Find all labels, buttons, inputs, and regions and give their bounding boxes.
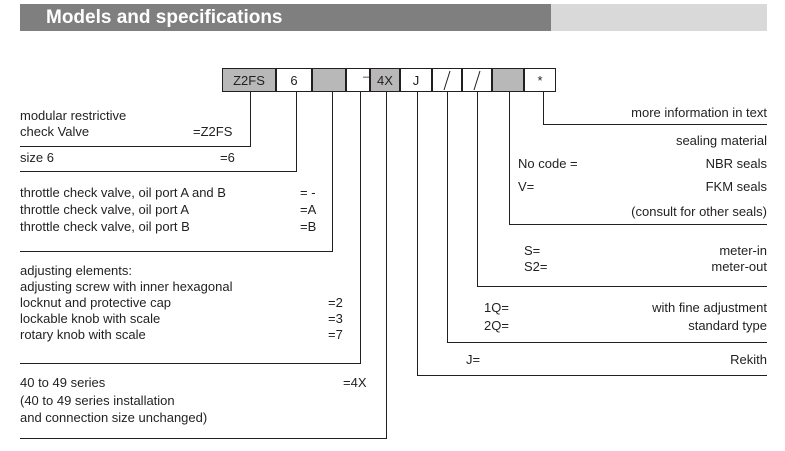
adjusting-code-2: =2 — [328, 295, 343, 310]
series-code: =4X — [343, 375, 367, 390]
throttle-ab-code: = - — [300, 185, 316, 200]
consult-label: (consult for other seals) — [631, 204, 767, 219]
code-dash: – — [363, 71, 370, 83]
size-label: size 6 — [20, 150, 54, 165]
meter-out-label: meter-out — [711, 259, 767, 274]
no-code-label: No code = — [518, 156, 578, 171]
series-note-1: (40 to 49 series installation — [20, 393, 175, 408]
throttle-b-code: =B — [300, 219, 317, 234]
modular-label-2: check Valve — [20, 124, 90, 139]
adjusting-code-3: =3 — [328, 311, 343, 326]
adjusting-code-7: =7 — [328, 327, 343, 342]
code-box-series: 4X — [370, 68, 400, 92]
fkm-seals-label: FKM seals — [705, 179, 767, 194]
more-info-label: more information in text — [631, 105, 767, 120]
rekith-label: Rekith — [730, 352, 767, 367]
header-bar-accent — [551, 4, 767, 31]
page-title: Models and specifications — [46, 7, 283, 28]
header-bar — [20, 4, 551, 31]
throttle-b-label: throttle check valve, oil port B — [20, 219, 190, 234]
s2-code-label: S2= — [524, 259, 548, 274]
q1-code-label: 1Q= — [484, 300, 509, 315]
code-box-size: 6 — [276, 68, 312, 92]
series-note-2: and connection size unchanged) — [20, 410, 208, 425]
throttle-a-code: =A — [300, 202, 317, 217]
modular-code: =Z2FS — [193, 124, 233, 139]
lockable-knob-label: lockable knob with scale — [20, 311, 161, 326]
j-code-label: J= — [466, 352, 481, 367]
slash-separators — [443, 70, 481, 91]
modular-label-1: modular restrictive — [20, 108, 127, 123]
throttle-ab-label: throttle check valve, oil port A and B — [20, 185, 226, 200]
meter-in-label: meter-in — [719, 243, 767, 258]
v-code-label: V= — [518, 179, 535, 194]
adjusting-line-2: locknut and protective cap — [20, 295, 172, 310]
nbr-seals-label: NBR seals — [705, 156, 767, 171]
size-code: =6 — [220, 150, 235, 165]
fine-adjustment-label: with fine adjustment — [652, 300, 767, 315]
code-box-seal — [492, 68, 524, 92]
code-box-z2fs: Z2FS — [222, 68, 276, 92]
q2-code-label: 2Q= — [484, 318, 509, 333]
adjusting-line-1: adjusting screw with inner hexagonal — [20, 279, 233, 294]
throttle-a-label: throttle check valve, oil port A — [20, 202, 190, 217]
code-box-rekith: J — [400, 68, 432, 92]
adjusting-title: adjusting elements: — [20, 263, 133, 278]
sealing-material-label: sealing material — [675, 133, 767, 148]
rotary-knob-label: rotary knob with scale — [20, 327, 146, 342]
s-code-label: S= — [524, 243, 541, 258]
code-box-more: * — [524, 68, 556, 92]
standard-type-label: standard type — [688, 318, 767, 333]
series-label: 40 to 49 series — [20, 375, 106, 390]
code-box-throttle — [312, 68, 346, 92]
code-box-adjusting — [346, 68, 370, 92]
